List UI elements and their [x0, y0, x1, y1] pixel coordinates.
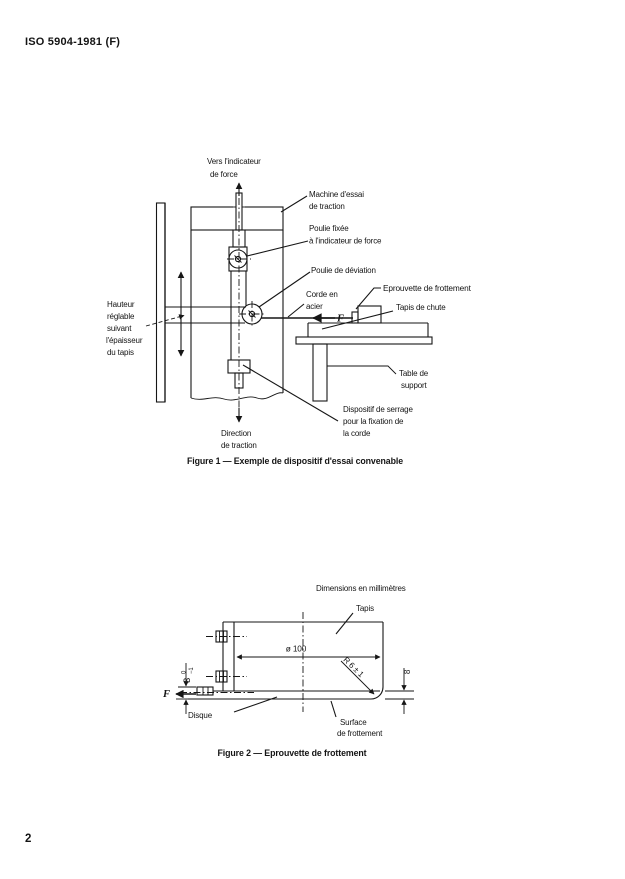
mat-block: [188, 612, 384, 712]
label-direction: Direction: [221, 429, 251, 438]
dimensions-note: Dimensions en millimètres: [316, 584, 406, 593]
thickness-dimension: 3 0 −1: [176, 663, 196, 714]
svg-text:de traction: de traction: [309, 202, 345, 211]
break-line: [190, 392, 284, 401]
label-disque: Disque: [188, 711, 213, 720]
radius-dimension: R 6 ± 1: [340, 655, 375, 695]
force-label: F: [336, 314, 344, 325]
svg-text:R 6 ± 1: R 6 ± 1: [342, 655, 367, 679]
label-poulie-fixee: Poulie fixée: [309, 224, 349, 233]
label-corde: Corde en: [306, 290, 338, 299]
label-hauteur: Hauteur: [107, 300, 135, 309]
height-dimension: 8: [385, 668, 414, 714]
page-header: ISO 5904-1981 (F): [25, 36, 121, 48]
leader-lines: [145, 195, 394, 422]
traction-machine-frame: [190, 205, 284, 401]
svg-text:3: 3: [182, 678, 193, 683]
svg-text:−1: −1: [189, 667, 195, 674]
label-tapis-chute: Tapis de chute: [396, 303, 446, 312]
rounded-corner: [370, 686, 384, 700]
svg-text:du tapis: du tapis: [107, 348, 134, 357]
svg-text:l'épaisseur: l'épaisseur: [106, 336, 143, 345]
page-number: 2: [25, 833, 32, 845]
figure-2-drawing: Dimensions en millimètres: [162, 584, 414, 738]
leader-lines: [233, 612, 354, 718]
label-tapis: Tapis: [356, 604, 374, 613]
svg-text:de traction: de traction: [221, 441, 257, 450]
diameter-dimension: ø 100: [236, 644, 381, 660]
pulley-fixed: [227, 246, 251, 272]
svg-text:de frottement: de frottement: [337, 729, 383, 738]
drop-mat: [307, 322, 429, 337]
svg-text:suivant: suivant: [107, 324, 132, 333]
pulley-deviation: [239, 301, 265, 327]
svg-text:pour la fixation de: pour la fixation de: [343, 417, 404, 426]
svg-text:support: support: [401, 381, 428, 390]
label-dispositif: Dispositif de serrage: [343, 405, 413, 414]
traction-screw: [180, 686, 254, 696]
force-label: F: [162, 689, 170, 700]
svg-text:ø 100: ø 100: [286, 644, 307, 654]
clamp-bolts: [206, 630, 247, 683]
support-table: [295, 336, 433, 402]
label-poulie-deviation: Poulie de déviation: [311, 266, 376, 275]
svg-text:acier: acier: [306, 302, 323, 311]
svg-text:de force: de force: [210, 170, 238, 179]
svg-text:8: 8: [403, 669, 412, 674]
figure-1-drawing: F: [106, 157, 472, 450]
label-machine: Machine d'essai: [309, 190, 364, 199]
label-vers-indicateur: Vers l'indicateur: [207, 157, 261, 166]
adjustable-arm: [165, 271, 246, 357]
label-eprouvette: Eprouvette de frottement: [383, 283, 472, 293]
label-surface: Surface: [340, 718, 367, 727]
svg-text:réglable: réglable: [107, 312, 135, 321]
cord-clamp: [227, 359, 251, 389]
wall-hatching: [155, 202, 166, 403]
figure-1-caption: Figure 1 — Exemple de dispositif d'essai…: [186, 456, 403, 466]
svg-text:la corde: la corde: [343, 429, 371, 438]
svg-text:0: 0: [182, 670, 188, 674]
label-table: Table de: [399, 369, 429, 378]
figure-2-caption: Figure 2 — Eprouvette de frottement: [217, 748, 367, 758]
svg-text:à l'indicateur de force: à l'indicateur de force: [309, 237, 382, 246]
